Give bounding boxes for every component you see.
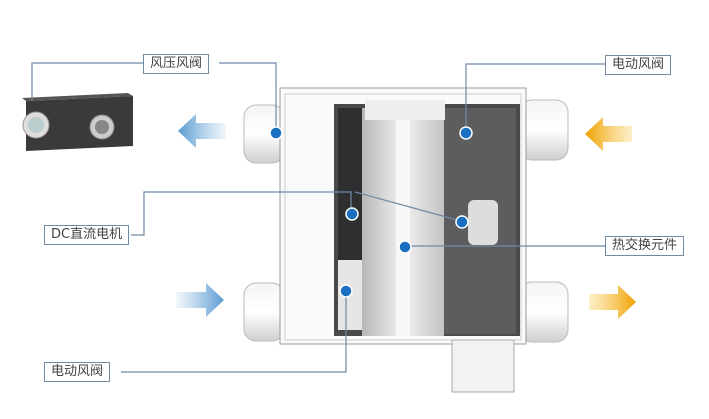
duct-ports: [243, 99, 569, 343]
callout-dots: [269, 126, 473, 298]
outdoor-air-arrow-in: [585, 117, 632, 151]
label-dc-motor: DC直流电机: [44, 225, 130, 245]
exhaust-arrow-left: [178, 114, 226, 148]
label-electric-damper-top: 电动风阀: [605, 55, 672, 75]
product-thumbnail: [22, 93, 133, 151]
callout-lines: [31, 62, 605, 373]
label-pressure-damper: 风压风阀: [143, 54, 210, 74]
supply-arrow-out: [589, 285, 636, 319]
label-electric-damper-bottom: 电动风阀: [44, 362, 111, 382]
unit-body: [279, 87, 527, 393]
fresh-air-arrow-in: [176, 283, 224, 317]
label-heat-exchanger: 热交换元件: [605, 236, 685, 256]
